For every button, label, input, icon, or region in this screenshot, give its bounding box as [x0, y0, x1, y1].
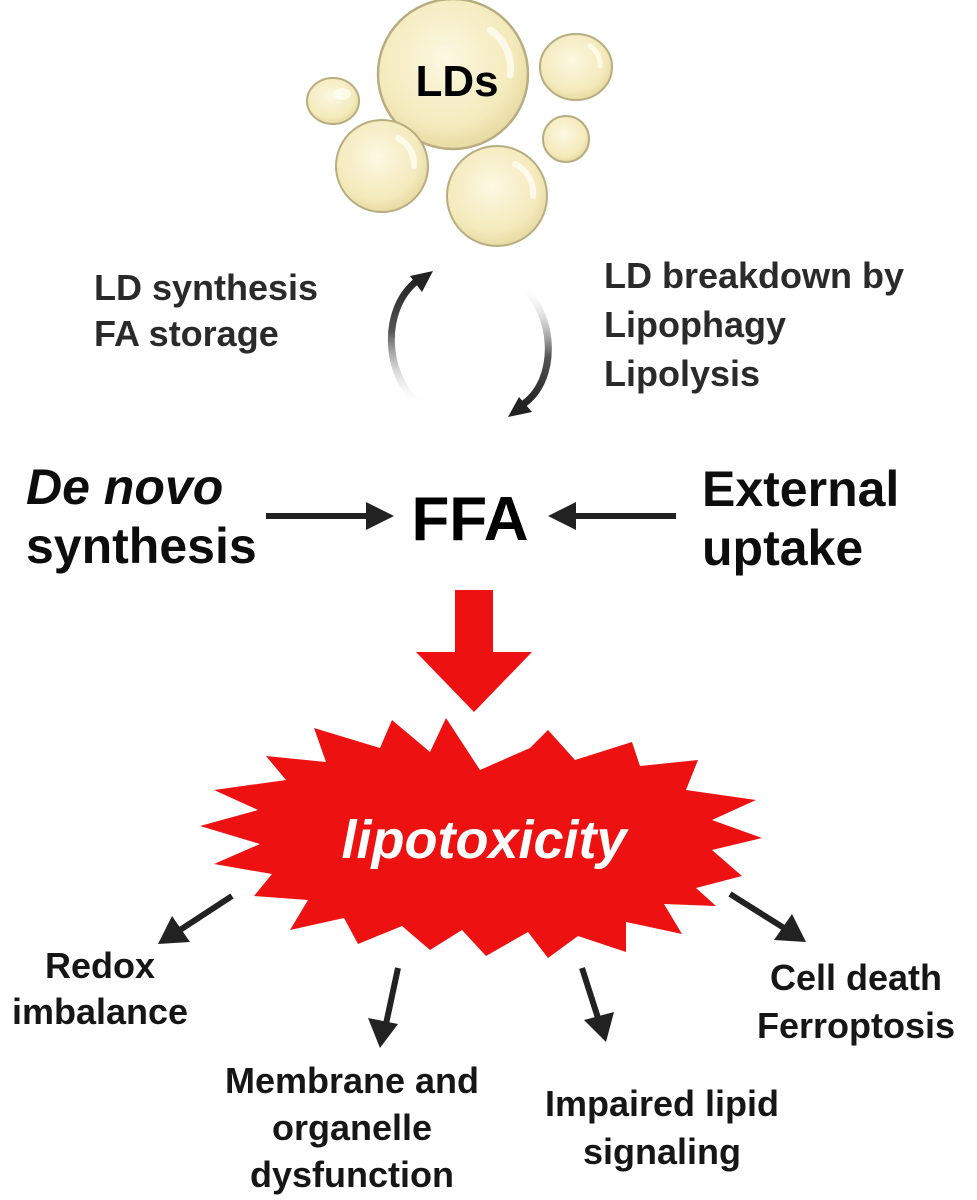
- lipid-droplet-tiny-right: [542, 115, 590, 163]
- fa-storage-label: FA storage: [94, 313, 279, 354]
- ld-synthesis-label: LD synthesis: [94, 267, 318, 308]
- cycle-arrows: [387, 271, 552, 417]
- ld-breakdown-label: LD breakdown by: [604, 255, 904, 296]
- synthesis-arc-arrow: [387, 276, 430, 412]
- lipid-droplet-cluster: LDs: [306, 0, 613, 247]
- breakdown-arc-arrow: [515, 280, 552, 409]
- breakdown-arrowhead: [508, 397, 532, 417]
- external-label: External: [702, 461, 899, 517]
- lipid-droplet-medium-left: [335, 119, 429, 213]
- dysfunction-label: dysfunction: [250, 1154, 454, 1195]
- lipophagy-label: Lipophagy: [604, 304, 786, 345]
- de-novo-to-ffa-arrow: [266, 502, 394, 530]
- imbalance-label: imbalance: [12, 991, 188, 1032]
- lipid-droplet-large: [376, 0, 530, 151]
- arrow-to-cell-death: [728, 891, 806, 942]
- synthesis-label: synthesis: [26, 518, 257, 574]
- signaling-label: signaling: [583, 1131, 741, 1172]
- arrow-to-signaling: [579, 967, 614, 1042]
- lipid-droplet-top-right: [539, 33, 613, 101]
- cell-death-label: Cell death: [770, 957, 942, 998]
- synthesis-arrowhead: [410, 271, 433, 292]
- lds-label: LDs: [415, 57, 498, 106]
- red-down-arrow: [416, 590, 532, 712]
- arrow-to-membrane: [368, 967, 401, 1048]
- arrow-to-redox: [158, 893, 234, 944]
- impaired-lipid-label: Impaired lipid: [545, 1083, 779, 1124]
- uptake-to-ffa-arrow: [548, 502, 676, 530]
- ferroptosis-label: Ferroptosis: [757, 1005, 955, 1046]
- lipotoxicity-label: lipotoxicity: [341, 810, 629, 870]
- lipotoxicity-burst: lipotoxicity: [200, 718, 762, 958]
- uptake-label: uptake: [702, 520, 863, 576]
- membrane-label: Membrane and: [225, 1060, 479, 1101]
- lipolysis-label: Lipolysis: [604, 353, 760, 394]
- redox-label: Redox: [45, 945, 155, 986]
- lipid-droplet-small-left: [306, 77, 360, 125]
- organelle-label: organelle: [272, 1107, 432, 1148]
- ffa-label: FFA: [411, 485, 528, 554]
- de-novo-label: De novo: [26, 459, 223, 515]
- lipid-droplet-medium-right: [446, 145, 548, 247]
